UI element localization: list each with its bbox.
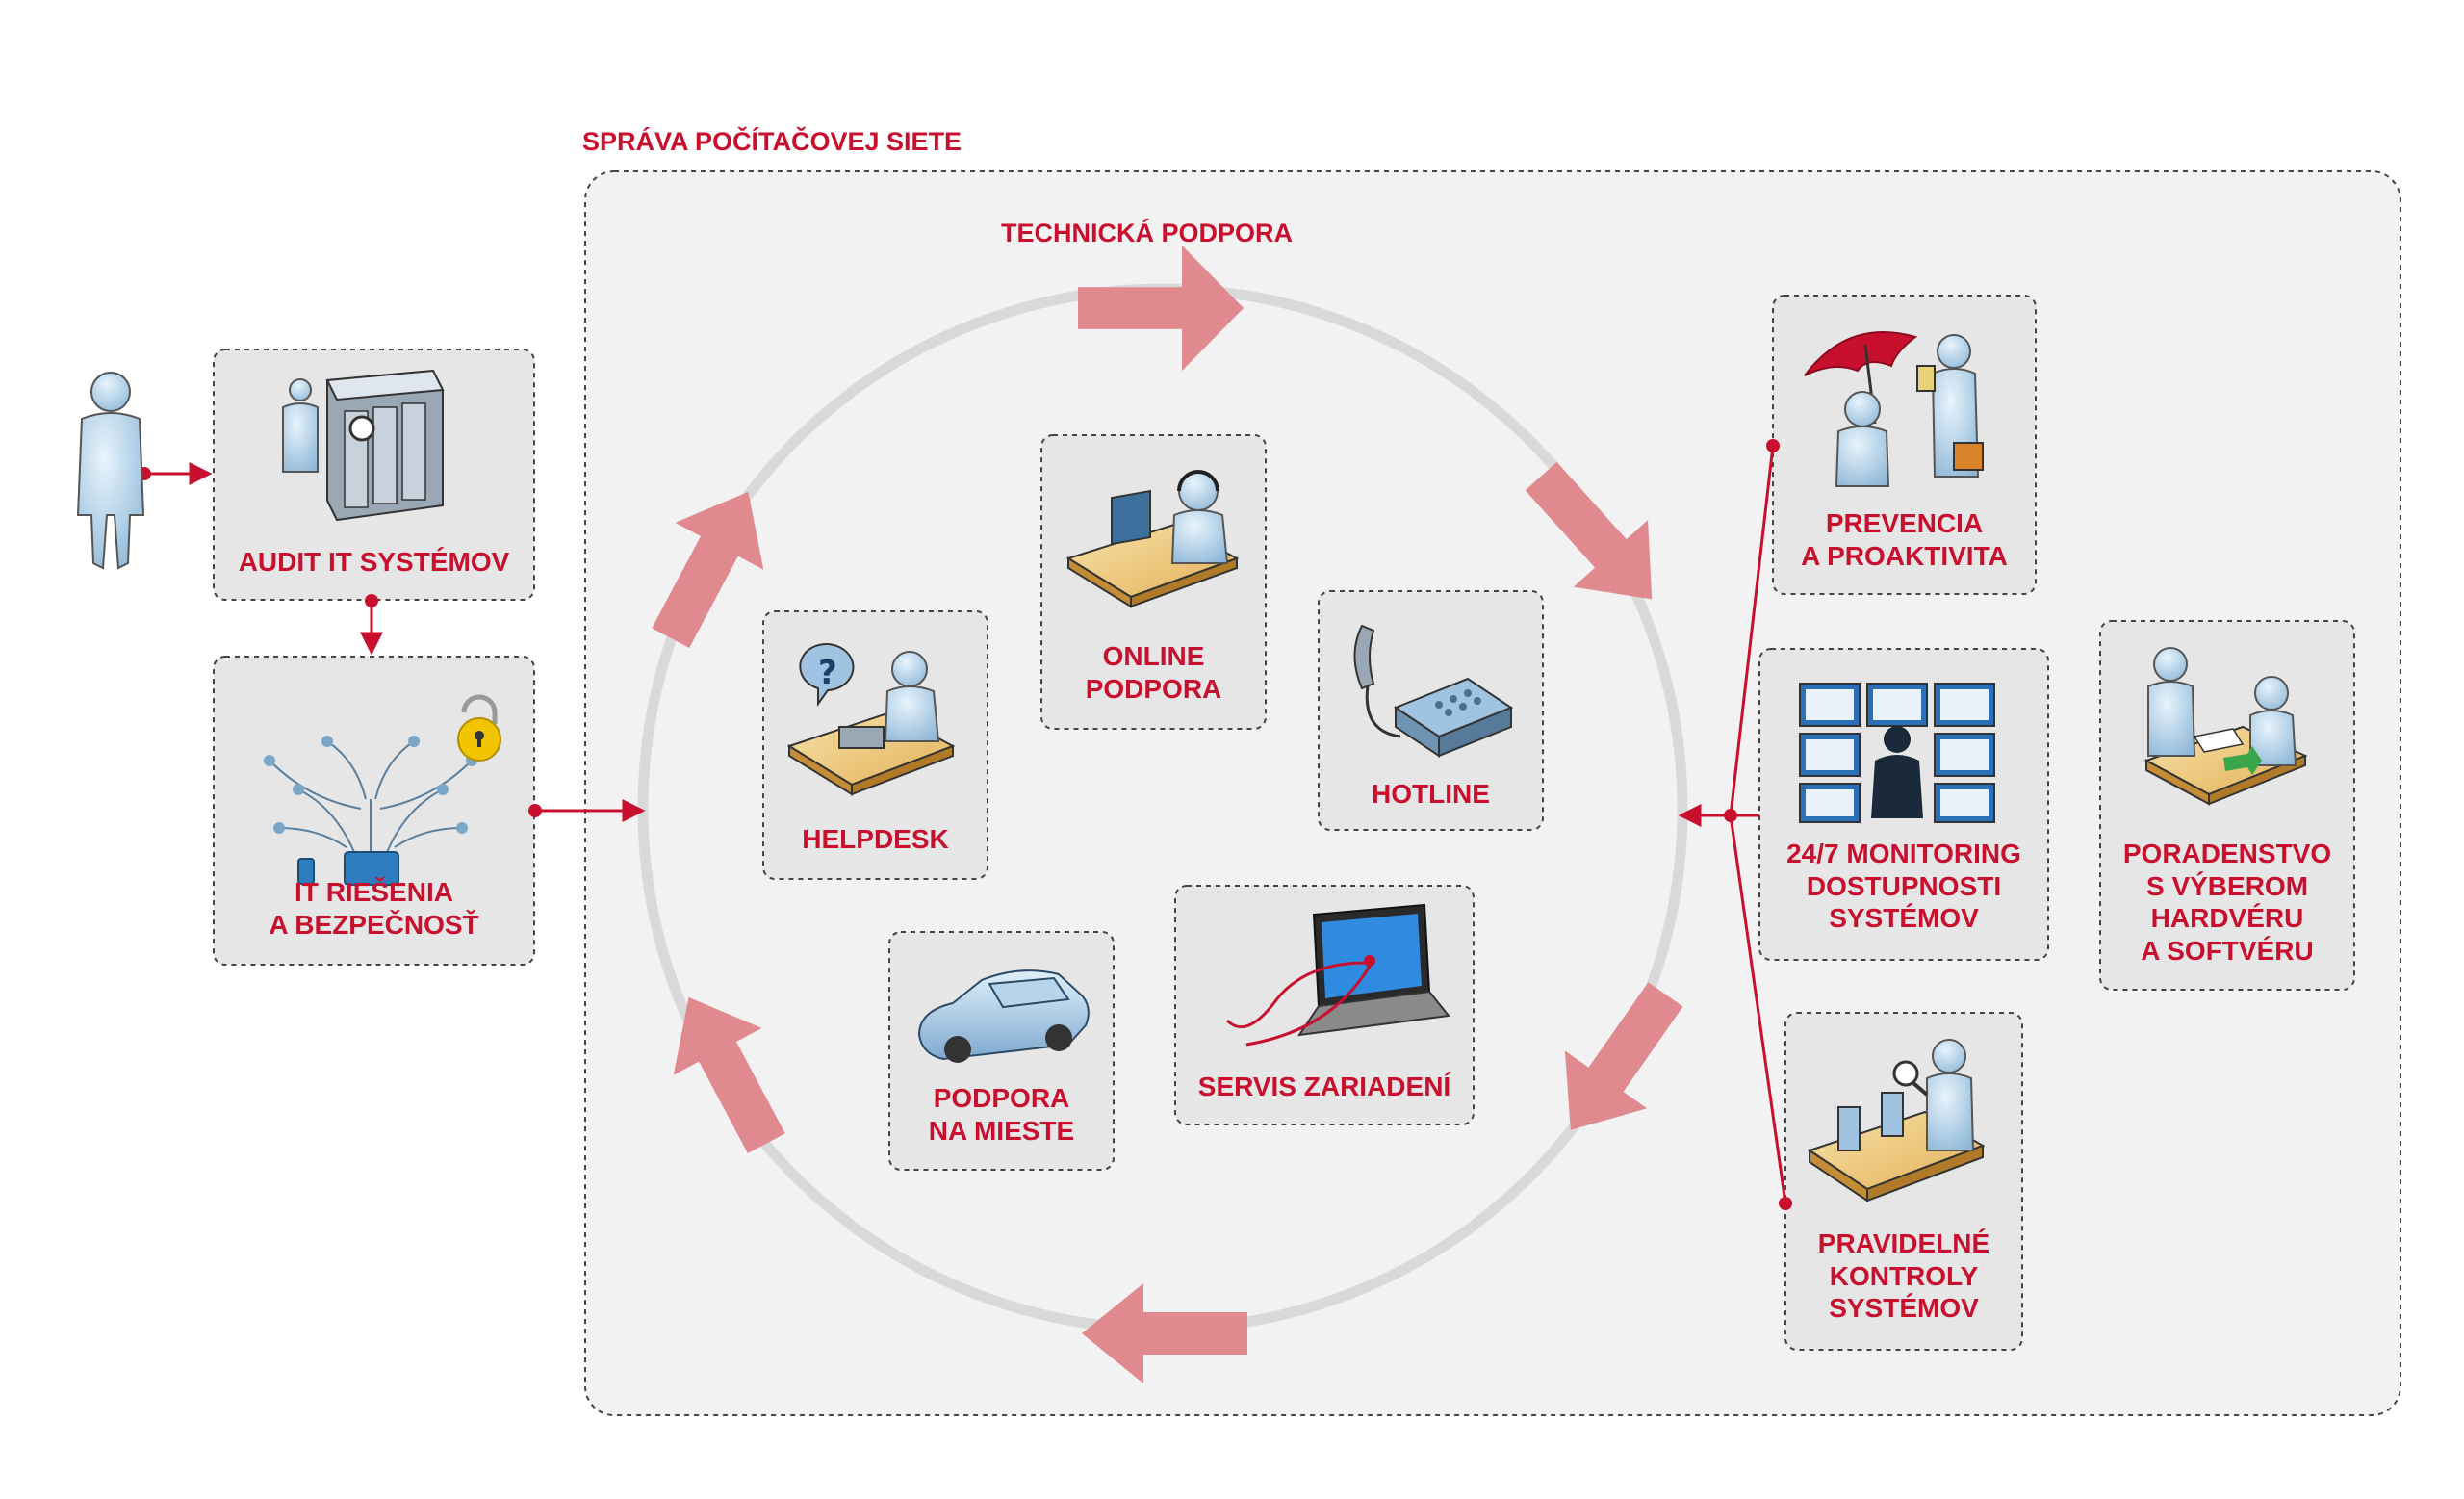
cycle-arrow-upper-left bbox=[652, 491, 764, 649]
consulting-label-line3: HARDVÉRU bbox=[2150, 903, 2304, 934]
helpdesk-label: HELPDESK bbox=[763, 823, 988, 856]
cycle-arrow-bottom bbox=[1082, 1283, 1247, 1383]
cycle-arrow-top bbox=[1078, 245, 1244, 372]
helpdesk-label-line1: HELPDESK bbox=[802, 824, 949, 854]
monitoring-label: 24/7 MONITORING DOSTUPNOSTI SYSTÉMOV bbox=[1759, 838, 2048, 935]
hotline-label-line1: HOTLINE bbox=[1372, 779, 1490, 809]
consulting-label: PORADENSTVO S VÝBEROM HARDVÉRU A SOFTVÉR… bbox=[2100, 838, 2354, 967]
prevention-label-line2: A PROAKTIVITA bbox=[1801, 540, 2008, 571]
onsite-label: PODPORA NA MIESTE bbox=[889, 1082, 1114, 1147]
prevention-label-line1: PREVENCIA bbox=[1825, 508, 1984, 538]
audit-label: AUDIT IT SYSTÉMOV bbox=[214, 546, 534, 579]
umbrella-protection-icon bbox=[1804, 331, 1984, 487]
it-solutions-label-line1: IT RIEŠENIA bbox=[295, 877, 453, 907]
network-section-title: SPRÁVA POČÍTAČOVEJ SIETE bbox=[582, 127, 962, 156]
checks-label-line3: SYSTÉMOV bbox=[1829, 1293, 1979, 1324]
support-cycle-title: TECHNICKÁ PODPORA bbox=[1001, 219, 1294, 247]
server-audit-icon bbox=[282, 369, 445, 522]
onsite-label-line2: NA MIESTE bbox=[928, 1115, 1075, 1146]
online-support-label-line2: PODPORA bbox=[1085, 673, 1222, 704]
consulting-label-line1: PORADENSTVO bbox=[2122, 839, 2332, 868]
consulting-desk-icon bbox=[2143, 647, 2308, 806]
svg-text:?: ? bbox=[818, 654, 837, 692]
network-security-icon bbox=[264, 694, 501, 886]
checks-label: PRAVIDELNÉ KONTROLY SYSTÉMOV bbox=[1785, 1228, 2022, 1325]
cycle-arrow-lower-right bbox=[1564, 982, 1683, 1130]
dot-it bbox=[528, 804, 542, 817]
monitoring-label-line2: DOSTUPNOSTI bbox=[1806, 870, 2002, 901]
online-support-label-line1: ONLINE bbox=[1102, 641, 1205, 671]
prevention-label: PREVENCIA A PROAKTIVITA bbox=[1773, 507, 2036, 572]
monitoring-screens-icon bbox=[1799, 683, 1995, 823]
dot-checks bbox=[1779, 1197, 1792, 1210]
online-support-label: ONLINE PODPORA bbox=[1041, 640, 1266, 705]
headset-operator-icon bbox=[1065, 470, 1240, 608]
service-label: SERVIS ZARIADENÍ bbox=[1175, 1071, 1474, 1103]
audit-label-line1: AUDIT IT SYSTÉMOV bbox=[238, 547, 510, 577]
helpdesk-icon: ? bbox=[786, 643, 956, 796]
it-solutions-label: IT RIEŠENIA A BEZPEČNOSŤ bbox=[214, 876, 534, 941]
service-label-line1: SERVIS ZARIADENÍ bbox=[1197, 1072, 1451, 1101]
person-icon bbox=[76, 372, 145, 570]
it-solutions-label-line2: A BEZPEČNOSŤ bbox=[269, 909, 479, 940]
car-icon bbox=[917, 969, 1090, 1063]
inspection-conveyor-icon bbox=[1807, 1039, 1986, 1202]
consulting-label-line4: A SOFTVÉRU bbox=[2141, 935, 2314, 966]
connector-hub-checks bbox=[1729, 814, 1787, 1204]
connector-hub-prevention bbox=[1729, 445, 1775, 816]
dot-prevention bbox=[1766, 439, 1780, 452]
cycle-arrow-lower-left bbox=[673, 996, 785, 1154]
dot-audit bbox=[365, 594, 378, 607]
hotline-label: HOTLINE bbox=[1319, 778, 1543, 811]
dot-hub bbox=[1724, 809, 1737, 822]
onsite-label-line1: PODPORA bbox=[933, 1083, 1070, 1113]
monitoring-label-line3: SYSTÉMOV bbox=[1829, 903, 1979, 934]
telephone-icon bbox=[1353, 624, 1514, 758]
it-solutions-box[interactable] bbox=[213, 656, 535, 966]
checks-label-line1: PRAVIDELNÉ bbox=[1817, 1228, 1990, 1258]
laptop-repair-icon bbox=[1225, 903, 1450, 1047]
consulting-label-line2: S VÝBEROM bbox=[2145, 870, 2309, 901]
cycle-arrow-upper-right bbox=[1525, 461, 1653, 600]
checks-label-line2: KONTROLY bbox=[1829, 1260, 1979, 1291]
monitoring-label-line1: 24/7 MONITORING bbox=[1786, 839, 2021, 868]
